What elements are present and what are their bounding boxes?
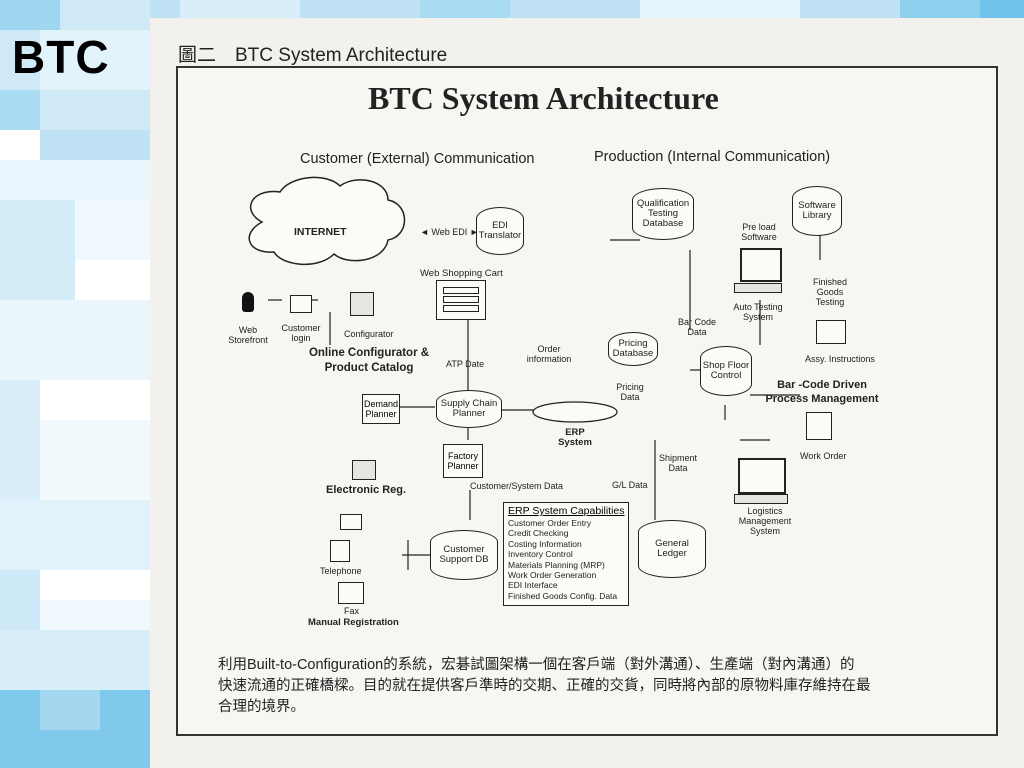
order-information-label: Order information [526, 344, 572, 364]
header-customer: Customer (External) Communication [300, 151, 535, 167]
software-library-db: Software Library [792, 186, 842, 236]
telephone-icon [330, 540, 350, 562]
web-storefront-label: Web Storefront [228, 325, 268, 345]
erp-capability-item: Credit Checking [508, 528, 569, 539]
logistics-monitor-icon [738, 458, 786, 494]
description-text: 利用Built-to-Configuration的系統，宏碁試圖架構一個在客戶端… [218, 655, 871, 718]
supply-chain-planner-db: Supply Chain Planner [436, 390, 502, 428]
electronic-reg-icon [352, 460, 376, 480]
fax-label: Fax [344, 606, 360, 616]
pre-load-software-label: Pre load Software [741, 222, 777, 242]
erp-capability-item: EDI Interface [508, 580, 558, 591]
header-production: Production (Internal Communication) [594, 149, 831, 165]
pricing-data-label: Pricing Data [616, 382, 644, 402]
online-configurator-label: Online Configurator & Product Catalog [308, 347, 430, 374]
configurator-icon [350, 292, 374, 316]
figure-caption: 圖二 BTC System Architecture [178, 45, 448, 66]
electronic-reg-label: Electronic Reg. [326, 484, 407, 496]
erp-capability-item: Customer Order Entry [508, 518, 592, 528]
work-order-label: Work Order [800, 451, 847, 461]
demand-planner-box: Demand Planner [362, 394, 400, 424]
edi-translator-db: EDI Translator [476, 207, 524, 255]
assy-instructions-label: Assy. Instructions [805, 354, 875, 364]
general-ledger-db: General Ledger [638, 520, 706, 578]
atp-date-label: ATP Date [446, 359, 485, 369]
erp-capability-item: Materials Planning (MRP) [508, 559, 605, 570]
logistics-keyboard-icon [734, 494, 788, 504]
erp-capability-item: Inventory Control [508, 549, 573, 560]
erp-capabilities-title: ERP System Capabilities [508, 505, 625, 517]
pricing-database-db: Pricing Database [608, 332, 658, 366]
description-line-2: 快速流通的正確橋樑。目的就在提供客戶準時的交期、正確的交貨，同時將內部的原物料庫… [218, 678, 871, 694]
bar-code-process-label: Bar -Code Driven Process Management [765, 379, 879, 405]
assy-monitor-icon [816, 320, 846, 344]
erp-capability-item: Work Order Generation [508, 570, 597, 581]
customer-login-label: Customer login [281, 323, 321, 343]
erp-capability-item: Finished Goods Config. Data [508, 590, 618, 601]
web-storefront-icon [242, 292, 254, 312]
slide-title: BTC [12, 31, 110, 83]
customer-system-data-label: Customer/System Data [470, 481, 564, 491]
web-shopping-cart-form [436, 280, 486, 320]
web-shopping-cart-label: Web Shopping Cart [420, 268, 503, 279]
factory-planner-box: Factory Planner [443, 444, 483, 478]
erp-capabilities-box: ERP System Capabilities Customer Order E… [503, 502, 629, 606]
diagram-title: BTC System Architecture [368, 80, 719, 116]
description-line-3: 合理的境界。 [218, 699, 305, 715]
shipment-data-label: Shipment Data [658, 453, 698, 473]
finished-goods-testing-label: Finished Goods Testing [812, 277, 848, 307]
internet-label: INTERNET [294, 226, 347, 238]
qualification-testing-db: Qualification Testing Database [632, 188, 694, 240]
bar-code-data-label: Bar Code Data [677, 317, 717, 337]
description-line-1: 利用Built-to-Configuration的系統，宏碁試圖架構一個在客戶端… [218, 657, 855, 673]
work-order-icon [806, 412, 832, 440]
configurator-label: Configurator [344, 329, 394, 339]
erp-capability-item: Costing Information [508, 538, 582, 549]
auto-testing-system-label: Auto Testing System [733, 302, 783, 322]
auto-testing-keyboard-icon [734, 283, 782, 293]
gl-data-label: G/L Data [612, 480, 648, 490]
manual-registration-label: Manual Registration [308, 617, 399, 628]
mail-icon [340, 514, 362, 530]
web-edi-label: ◄ Web EDI ► [420, 227, 479, 237]
logistics-management-label: Logistics Management System [738, 506, 792, 536]
customer-support-db: Customer Support DB [430, 530, 498, 580]
erp-system-label: ERP System [558, 427, 592, 448]
auto-testing-monitor-icon [740, 248, 782, 282]
shop-floor-control-db: Shop Floor Control [700, 346, 752, 396]
customer-login-icon [290, 295, 312, 313]
fax-icon [338, 582, 364, 604]
telephone-label: Telephone [320, 566, 362, 576]
